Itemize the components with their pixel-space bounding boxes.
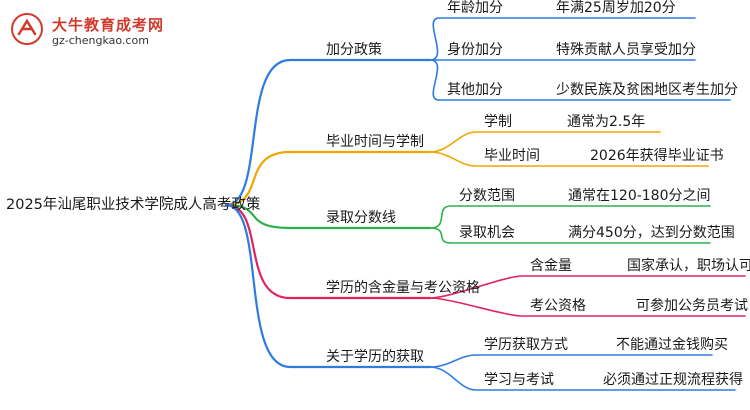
branch-label-2: 毕业时间与学制 <box>326 134 424 150</box>
child-connector-2-1 <box>429 131 661 153</box>
branch-connector-2 <box>224 150 432 207</box>
child-value-1-2: 特殊贡献人员享受加分 <box>556 42 696 58</box>
child-key-5-1: 学历获取方式 <box>484 337 568 353</box>
child-key-4-2: 考公资格 <box>530 298 586 314</box>
child-connector-1-3 <box>429 59 731 101</box>
child-connector-3-1 <box>429 205 711 229</box>
child-connector-2-2 <box>429 151 709 167</box>
child-key-3-1: 分数范围 <box>459 188 515 204</box>
child-key-5-2: 学习与考试 <box>484 372 554 388</box>
child-value-1-1: 年满25周岁加20分 <box>556 0 676 16</box>
branch-label-5: 关于学历的获取 <box>326 349 424 365</box>
child-key-1-1: 年龄加分 <box>447 0 503 16</box>
branch-connector-3 <box>224 203 432 230</box>
branch-connector-1 <box>224 58 432 207</box>
child-value-2-2: 2026年获得毕业证书 <box>590 148 724 164</box>
child-connector-1-1 <box>429 17 696 61</box>
logo-title: 大牛教育成考网 <box>52 16 165 34</box>
child-key-3-2: 录取机会 <box>459 225 515 241</box>
child-key-1-2: 身份加分 <box>447 42 503 58</box>
branch-connector-5 <box>224 203 432 369</box>
child-connector-3-2 <box>429 227 711 244</box>
child-value-5-1: 不能通过金钱购买 <box>616 337 728 353</box>
child-connector-5-1 <box>429 354 713 368</box>
child-key-2-1: 学制 <box>484 114 512 130</box>
root-topic: 2025年汕尾职业技术学院成人高考政策 <box>6 197 261 213</box>
branch-connector-4 <box>224 203 432 300</box>
branch-label-4: 学历的含金量与考公资格 <box>326 280 480 296</box>
child-key-2-2: 毕业时间 <box>484 148 540 164</box>
child-value-4-1: 国家承认，职场认可 <box>627 258 750 274</box>
logo-mark-icon <box>11 13 43 45</box>
site-logo[interactable]: 大牛教育成考网 gz-chengkao.com <box>2 6 192 50</box>
logo-url: gz-chengkao.com <box>52 34 149 47</box>
child-connector-4-1 <box>429 275 746 299</box>
child-connector-5-2 <box>429 366 736 391</box>
child-key-4-1: 含金量 <box>530 258 572 274</box>
child-value-3-1: 通常在120-180分之间 <box>568 188 711 204</box>
child-value-4-2: 可参加公务员考试 <box>636 298 748 314</box>
child-key-1-3: 其他加分 <box>447 82 503 98</box>
child-connector-4-2 <box>429 297 746 317</box>
child-value-3-2: 满分450分，达到分数范围 <box>568 225 735 241</box>
branch-label-1: 加分政策 <box>326 42 382 58</box>
child-value-1-3: 少数民族及贫困地区考生加分 <box>556 82 738 98</box>
child-value-5-2: 必须通过正规流程获得 <box>603 372 743 388</box>
branch-label-3: 录取分数线 <box>326 210 396 226</box>
child-value-2-1: 通常为2.5年 <box>567 114 646 130</box>
